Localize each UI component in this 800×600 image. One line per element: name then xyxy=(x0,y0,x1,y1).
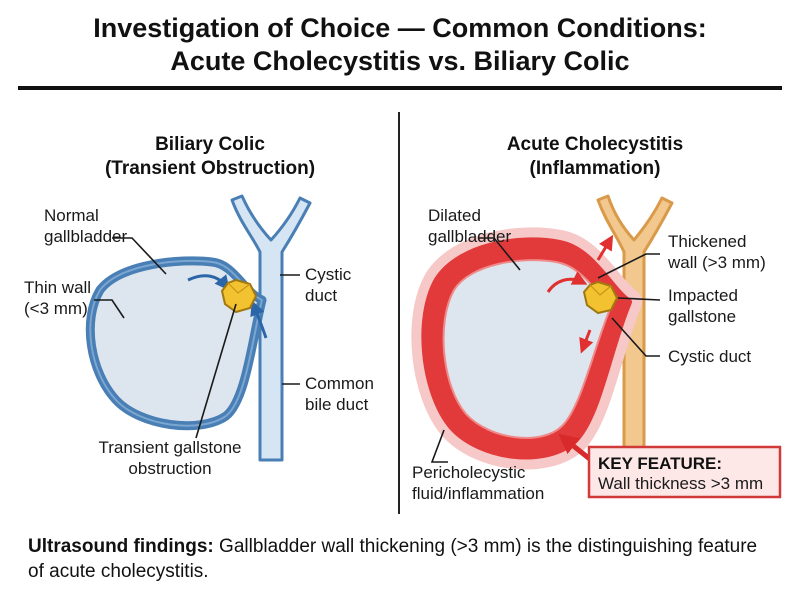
footer-bold: Ultrasound findings: xyxy=(28,536,214,557)
label-pericholecystic-1: Pericholecystic xyxy=(412,463,526,482)
title-underline xyxy=(18,86,782,90)
page-title: Investigation of Choice — Common Conditi… xyxy=(0,12,800,78)
right-gallbladder xyxy=(411,227,642,470)
acute-cholecystitis-panel: Acute Cholecystitis (Inflammation) xyxy=(411,134,782,503)
left-gallbladder xyxy=(85,256,267,431)
label-pericholecystic-2: fluid/inflammation xyxy=(412,484,544,503)
right-gallstone-icon xyxy=(582,280,619,315)
left-flow-arrow-2 xyxy=(250,300,268,339)
left-leader-lines xyxy=(94,237,300,439)
right-flow-arrow-2 xyxy=(596,234,614,261)
right-bile-duct xyxy=(596,194,674,462)
left-heading-1: Biliary Colic xyxy=(155,134,265,155)
footer-note: Ultrasound findings: Gallbladder wall th… xyxy=(28,534,778,584)
label-normal-gallbladder-2: gallbladder xyxy=(44,227,128,246)
label-thickened-wall-2: wall (>3 mm) xyxy=(667,253,766,272)
footer-text: Gallbladder wall thickening (>3 mm) is t… xyxy=(28,536,758,582)
left-bile-duct xyxy=(230,194,312,462)
left-heading-2: (Transient Obstruction) xyxy=(105,158,315,179)
label-impacted-gallstone-1: Impacted xyxy=(668,286,738,305)
label-cystic-duct-1: Cystic xyxy=(305,265,352,284)
label-dilated-gallbladder-1: Dilated xyxy=(428,206,481,225)
label-normal-gallbladder-1: Normal xyxy=(44,206,99,225)
right-heading-2: (Inflammation) xyxy=(530,158,661,179)
label-cystic-duct-right: Cystic duct xyxy=(668,347,751,366)
biliary-colic-panel: Biliary Colic (Transient Obstruction) No… xyxy=(24,134,374,478)
label-common-bile-duct-2: bile duct xyxy=(305,395,369,414)
key-feature-title: KEY FEATURE: xyxy=(598,454,722,473)
right-flow-arrow-3 xyxy=(579,329,594,354)
label-common-bile-duct-1: Common xyxy=(305,374,374,393)
label-thin-wall-2: (<3 mm) xyxy=(24,299,88,318)
left-gallstone-icon xyxy=(220,278,258,314)
label-thickened-wall-1: Thickened xyxy=(668,232,746,251)
title-line-2: Acute Cholecystitis vs. Biliary Colic xyxy=(170,46,630,76)
key-feature-text: Wall thickness >3 mm xyxy=(598,474,763,493)
label-transient-stone-1: Transient gallstone xyxy=(98,438,241,457)
label-dilated-gallbladder-2: gallbladder xyxy=(428,227,512,246)
right-heading-1: Acute Cholecystitis xyxy=(507,134,683,155)
label-thin-wall-1: Thin wall xyxy=(24,278,91,297)
label-impacted-gallstone-2: gallstone xyxy=(668,307,736,326)
title-line-1: Investigation of Choice — Common Conditi… xyxy=(93,13,707,43)
label-cystic-duct-2: duct xyxy=(305,286,337,305)
right-flow-arrow-1 xyxy=(546,271,588,293)
right-leader-lines xyxy=(430,237,661,463)
label-transient-stone-2: obstruction xyxy=(128,459,211,478)
left-flow-arrow-1 xyxy=(187,274,230,291)
right-lumen xyxy=(442,259,614,439)
key-feature-box: KEY FEATURE: Wall thickness >3 mm xyxy=(587,445,782,499)
panel-divider xyxy=(398,112,400,514)
